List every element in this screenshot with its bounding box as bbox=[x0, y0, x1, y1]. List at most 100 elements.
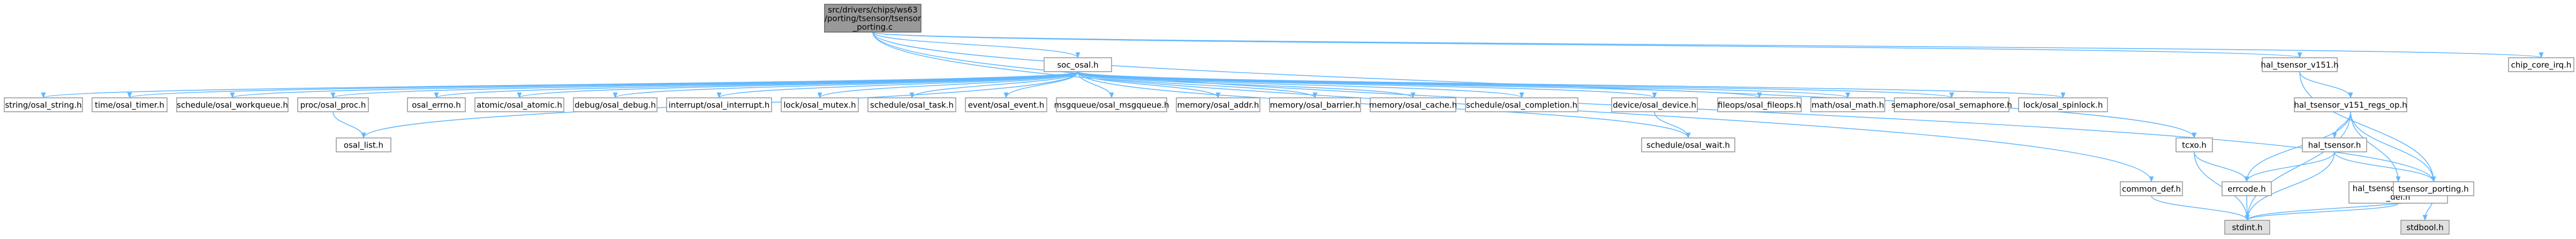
edge-soc_osal-to-interrupt bbox=[716, 71, 1078, 99]
node-label: event/osal_event.h bbox=[968, 101, 1045, 111]
node-box bbox=[781, 97, 859, 112]
node-timer[interactable]: time/osal_timer.h bbox=[92, 97, 168, 112]
node-barrier[interactable]: memory/osal_barrier.h bbox=[1269, 97, 1361, 112]
nodes-layer: src/drivers/chips/ws63/porting/tsensor/t… bbox=[4, 4, 2574, 235]
node-box bbox=[2393, 181, 2474, 196]
node-hal-v151[interactable]: hal_tsensor_v151.h bbox=[2261, 57, 2339, 72]
node-tsensor-porting[interactable]: tsensor_porting.h bbox=[2393, 181, 2474, 196]
edge-hal_tsensor-to-tsensor_porting bbox=[2334, 151, 2436, 183]
node-addr[interactable]: memory/osal_addr.h bbox=[1176, 97, 1260, 112]
node-box bbox=[1176, 97, 1260, 112]
node-chip-core-irq[interactable]: chip_core_irq.h bbox=[2508, 57, 2574, 72]
node-box bbox=[2508, 57, 2574, 72]
node-box bbox=[474, 97, 564, 112]
node-label: string/osal_string.h bbox=[5, 101, 81, 111]
node-semaphore[interactable]: semaphore/osal_semaphore.h bbox=[1891, 97, 2012, 112]
node-box bbox=[1611, 97, 1698, 112]
node-label: proc/osal_proc.h bbox=[300, 101, 366, 111]
node-hal-tsensor[interactable]: hal_tsensor.h bbox=[2302, 137, 2367, 152]
edge-proc-to-list bbox=[333, 111, 366, 139]
node-box bbox=[1044, 57, 1112, 72]
node-box bbox=[1269, 97, 1361, 112]
edge-soc_osal-to-spinlock bbox=[1077, 71, 2065, 99]
edge-soc_osal-to-msgqueue bbox=[1077, 71, 1114, 99]
node-box bbox=[1894, 97, 2010, 112]
node-label: fileops/osal_fileops.h bbox=[1718, 101, 1801, 111]
node-box bbox=[666, 97, 772, 112]
node-label: lock/osal_spinlock.h bbox=[2023, 101, 2103, 111]
node-label: schedule/osal_completion.h bbox=[1466, 101, 1577, 111]
node-label: hal_tsensor_v151_regs_op.h bbox=[2294, 101, 2407, 111]
node-fileops[interactable]: fileops/osal_fileops.h bbox=[1717, 97, 1802, 112]
node-string[interactable]: string/osal_string.h bbox=[4, 97, 83, 112]
node-regs-op[interactable]: hal_tsensor_v151_regs_op.h bbox=[2294, 97, 2407, 112]
node-label: _porting.c bbox=[852, 22, 893, 33]
node-box bbox=[2294, 97, 2407, 112]
node-label: schedule/osal_wait.h bbox=[1646, 141, 1730, 151]
edge-soc_osal-to-fileops bbox=[1077, 71, 1762, 99]
node-proc[interactable]: proc/osal_proc.h bbox=[297, 97, 369, 112]
node-debug[interactable]: debug/osal_debug.h bbox=[573, 97, 658, 112]
node-wait[interactable]: schedule/osal_wait.h bbox=[1641, 137, 1735, 152]
node-spinlock[interactable]: lock/osal_spinlock.h bbox=[2018, 97, 2108, 112]
node-cache[interactable]: memory/osal_cache.h bbox=[1369, 97, 1457, 112]
node-math[interactable]: math/osal_math.h bbox=[1810, 97, 1885, 112]
node-label: device/osal_device.h bbox=[1613, 101, 1696, 111]
node-label: stdbool.h bbox=[2406, 223, 2444, 233]
node-box bbox=[2302, 137, 2367, 152]
node-completion[interactable]: schedule/osal_completion.h bbox=[1465, 97, 1578, 112]
node-atomic[interactable]: atomic/osal_atomic.h bbox=[474, 97, 564, 112]
node-root[interactable]: src/drivers/chips/ws63/porting/tsensor/t… bbox=[824, 4, 921, 33]
node-common-def[interactable]: common_def.h bbox=[2120, 181, 2183, 196]
node-label: common_def.h bbox=[2122, 184, 2181, 195]
edge-hal_tsensor-to-errcode bbox=[2244, 151, 2335, 183]
node-stdbool[interactable]: stdbool.h bbox=[2400, 220, 2450, 235]
edge-soc_osal-to-completion bbox=[1077, 71, 1524, 99]
node-label: debug/osal_debug.h bbox=[575, 101, 656, 111]
node-tcxo[interactable]: tcxo.h bbox=[2175, 137, 2213, 152]
node-soc-osal[interactable]: soc_osal.h bbox=[1044, 57, 1112, 72]
node-interrupt[interactable]: interrupt/osal_interrupt.h bbox=[666, 97, 772, 112]
node-box bbox=[867, 97, 956, 112]
node-label: schedule/osal_task.h bbox=[870, 101, 954, 111]
node-workqueue[interactable]: schedule/osal_workqueue.h bbox=[176, 97, 289, 112]
edge-soc_osal-to-cache bbox=[1077, 71, 1416, 99]
edge-root-to-soc_osal bbox=[872, 32, 1081, 59]
edge-hal_v151-to-tsensor_porting bbox=[2299, 71, 2436, 183]
node-label: soc_osal.h bbox=[1057, 60, 1098, 71]
edge-soc_osal-to-proc bbox=[331, 71, 1078, 99]
node-label: hal_tsensor.h bbox=[2308, 141, 2361, 151]
node-msgqueue[interactable]: msgqueue/osal_msgqueue.h bbox=[1054, 97, 1169, 112]
edge-regs_def-to-stdint bbox=[2245, 203, 2399, 221]
edge-root-to-chip_core_irq bbox=[872, 32, 2543, 59]
node-mutex[interactable]: lock/osal_mutex.h bbox=[781, 97, 859, 112]
node-box bbox=[4, 97, 83, 112]
node-label: osal_list.h bbox=[344, 141, 383, 151]
node-box bbox=[176, 97, 289, 112]
edge-root-to-hal_v151 bbox=[872, 32, 2302, 59]
node-errno[interactable]: osal_errno.h bbox=[407, 97, 466, 112]
edge-soc_osal-to-addr bbox=[1077, 71, 1221, 99]
node-label: semaphore/osal_semaphore.h bbox=[1891, 101, 2012, 111]
node-box bbox=[1370, 97, 1456, 112]
edge-soc_osal-to-timer bbox=[127, 71, 1078, 99]
node-stdint[interactable]: stdint.h bbox=[2224, 220, 2270, 235]
node-errcode[interactable]: errcode.h bbox=[2222, 181, 2272, 196]
edge-tcxo-to-errcode bbox=[2194, 151, 2249, 183]
node-label: tsensor_porting.h bbox=[2398, 184, 2468, 195]
node-label: msgqueue/osal_msgqueue.h bbox=[1054, 101, 1169, 111]
node-list[interactable]: osal_list.h bbox=[336, 137, 391, 152]
edge-device-to-wait bbox=[1654, 111, 1691, 139]
edge-soc_osal-to-device bbox=[1077, 71, 1657, 99]
node-event[interactable]: event/osal_event.h bbox=[965, 97, 1047, 112]
node-task[interactable]: schedule/osal_task.h bbox=[867, 97, 956, 112]
node-box bbox=[1641, 137, 1735, 152]
node-label: src/drivers/chips/ws63 bbox=[828, 5, 917, 15]
node-box bbox=[336, 137, 391, 152]
edge-tcxo-to-stdint bbox=[2194, 151, 2250, 221]
edge-regs_op-to-stdint bbox=[2245, 111, 2351, 221]
node-box bbox=[2262, 57, 2338, 72]
node-label: hal_tsensor_v151.h bbox=[2261, 60, 2338, 71]
node-label: chip_core_irq.h bbox=[2511, 60, 2572, 71]
node-device[interactable]: device/osal_device.h bbox=[1611, 97, 1698, 112]
